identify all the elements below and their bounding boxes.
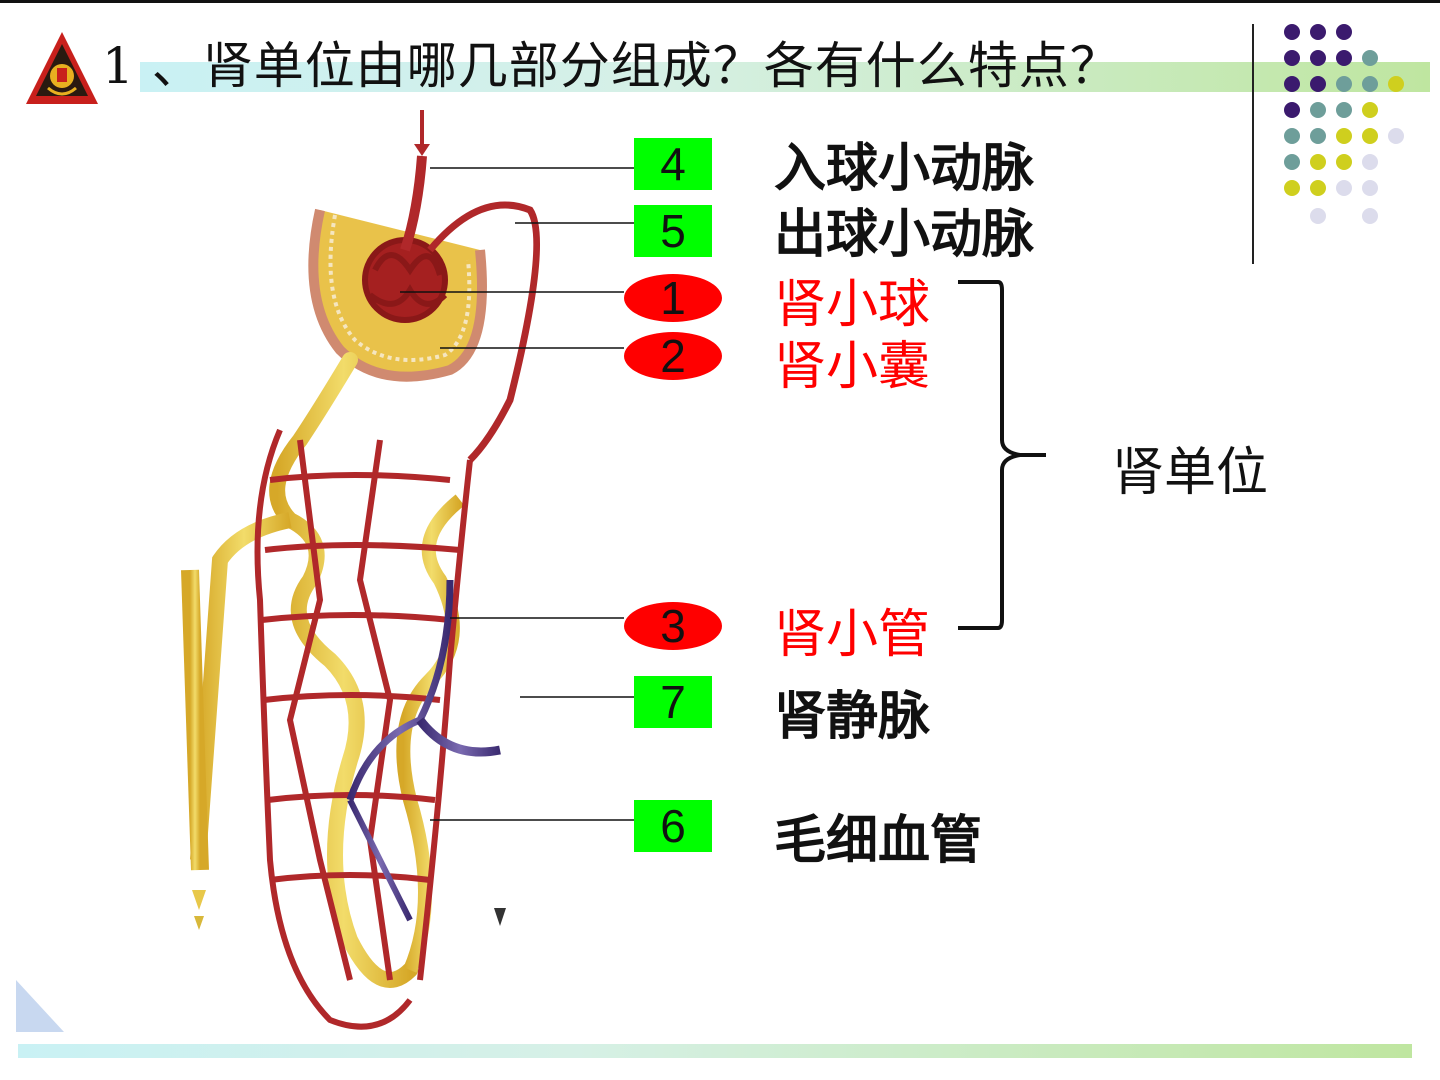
label-3-badge: 3: [624, 602, 722, 650]
top-rule: [0, 0, 1440, 3]
nephron-group-label: 肾单位: [1112, 430, 1268, 505]
nephron-illustration: [150, 100, 580, 1050]
label-2-text: 肾小囊: [774, 324, 930, 399]
label-4-text: 入球小动脉: [774, 126, 1034, 201]
label-2-badge: 2: [624, 332, 722, 380]
label-6-badge: 6: [634, 800, 712, 852]
header-divider: [1252, 24, 1254, 264]
label-3-text: 肾小管: [774, 592, 930, 667]
label-1-badge: 1: [624, 274, 722, 322]
grouping-brace: [950, 270, 1060, 640]
label-5-text: 出球小动脉: [774, 192, 1034, 267]
decorative-dot-grid: [1280, 20, 1430, 240]
label-6-text: 毛细血管: [774, 798, 982, 873]
footer-highlight-band: [18, 1044, 1412, 1058]
corner-triangle-decoration: [16, 980, 64, 1032]
page-title: 1 、肾单位由哪几部分组成？各有什么特点？: [102, 26, 1121, 98]
label-7-text: 肾静脉: [774, 674, 930, 749]
label-7-badge: 7: [634, 676, 712, 728]
emblem-logo-icon: [24, 30, 100, 106]
label-4-badge: 4: [634, 138, 712, 190]
label-5-badge: 5: [634, 205, 712, 257]
